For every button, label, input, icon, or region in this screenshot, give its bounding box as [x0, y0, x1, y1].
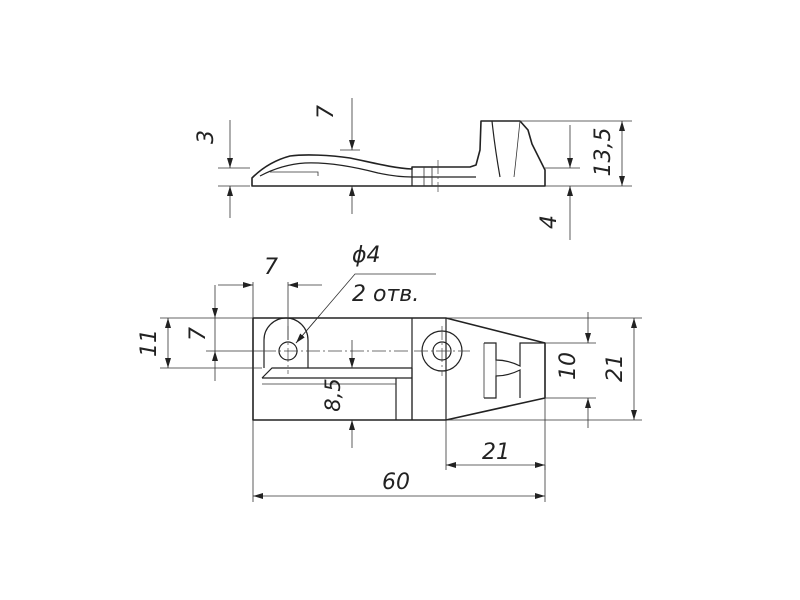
dim-hole-vertical: 7	[186, 327, 211, 341]
dim-base-height: 4	[537, 215, 562, 229]
side-view-post-curve	[513, 120, 521, 178]
dim-total-width: 21	[603, 354, 628, 382]
plan-view-lug	[263, 317, 309, 368]
side-view-post-edge	[491, 120, 501, 178]
plan-view-slot	[261, 367, 413, 420]
dim-total-length: 60	[382, 470, 410, 495]
plan-view-outline	[252, 317, 546, 421]
dim-top-thickness: 3	[194, 130, 219, 144]
side-view: 3 7 13,5 4	[194, 98, 632, 240]
dim-hole-count: 2 отв.	[352, 282, 419, 307]
side-view-hole-hidden	[423, 167, 433, 186]
dim-tab-height: 7	[314, 105, 339, 119]
dim-hole-diameter: ϕ4	[352, 243, 381, 268]
dim-side-height: 11	[137, 329, 162, 357]
dim-slot-depth: 8,5	[321, 378, 345, 411]
dim-total-height: 13,5	[591, 128, 616, 177]
dim-hole-offset: 7	[264, 255, 278, 280]
side-view-profile	[251, 120, 546, 187]
dim-taper-length: 21	[482, 440, 510, 465]
side-view-inner-curve	[259, 162, 476, 178]
side-view-tab-line	[270, 171, 319, 176]
dim-end-width: 10	[556, 352, 581, 380]
plan-view: 7 ϕ4 2 отв. 11 7 8,5 10 21 21	[137, 243, 642, 502]
